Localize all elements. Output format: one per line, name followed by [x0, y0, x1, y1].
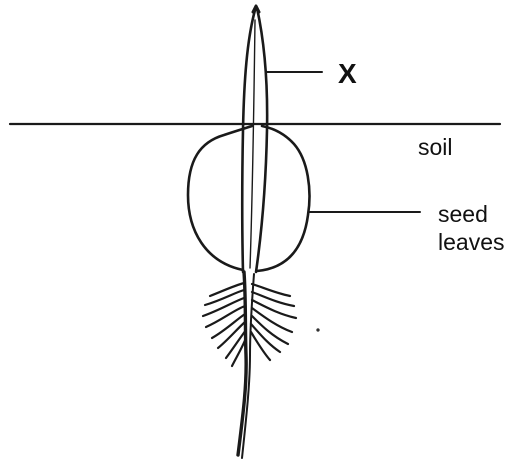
seed-leaves-outline [188, 126, 309, 271]
label-seed-leaves-line2: leaves [438, 229, 504, 256]
label-x: X [338, 60, 357, 87]
specks [317, 329, 319, 331]
label-seed-leaves-line1: seed [438, 201, 488, 228]
label-soil: soil [418, 134, 453, 161]
stem-inner-line [250, 20, 255, 268]
root-hairs-left [203, 283, 246, 366]
root-hairs-right [251, 284, 296, 360]
